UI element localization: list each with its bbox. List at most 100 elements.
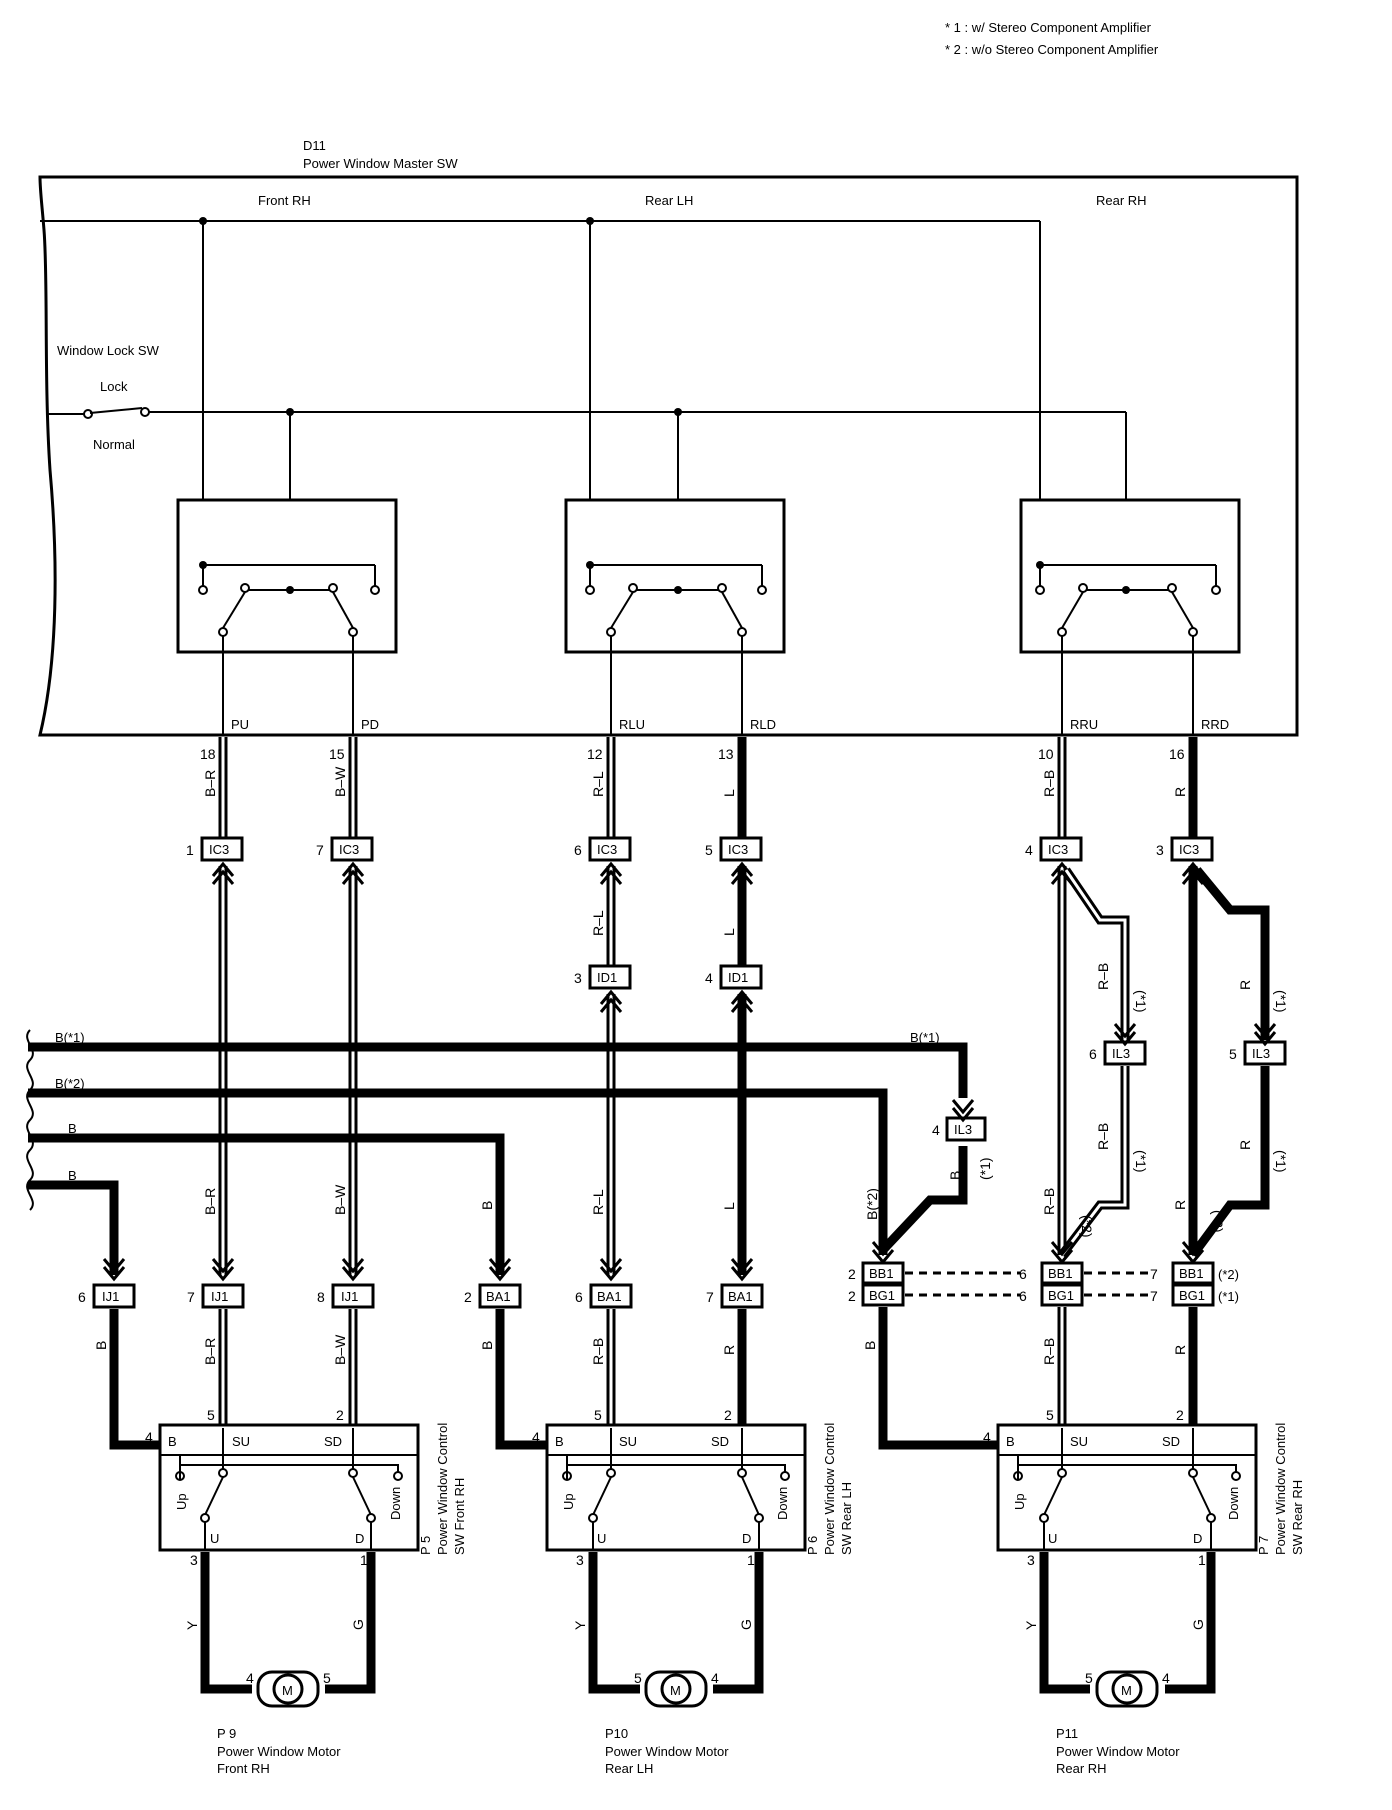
svg-text:1: 1 — [747, 1552, 755, 1568]
svg-text:P 6: P 6 — [805, 1536, 820, 1555]
motor1-loc: Rear LH — [605, 1761, 653, 1776]
control-switch-rear-rh: 4 5 2 3 1 B SU SD U D Up Down P 7 Power … — [983, 1407, 1305, 1568]
svg-text:ID1: ID1 — [597, 970, 617, 985]
svg-text:2: 2 — [724, 1407, 732, 1423]
output-pd: PD — [361, 717, 379, 732]
svg-text:3: 3 — [1027, 1552, 1035, 1568]
svg-text:D: D — [1193, 1531, 1202, 1546]
svg-text:M: M — [670, 1683, 681, 1698]
color-il3-4: B — [947, 1171, 963, 1180]
mid-color-d: R–L — [590, 1189, 606, 1215]
svg-text:IC3: IC3 — [728, 842, 748, 857]
svg-text:5: 5 — [207, 1407, 215, 1423]
motor2-color-left: Y — [1023, 1620, 1039, 1630]
svg-text:D: D — [355, 1531, 364, 1546]
svg-text:Down: Down — [775, 1487, 790, 1520]
color-il3-6-bottom: R–B — [1095, 1123, 1111, 1150]
sw1-in-color: B — [479, 1341, 495, 1350]
svg-text:IC3: IC3 — [1179, 842, 1199, 857]
svg-text:Up: Up — [174, 1493, 189, 1510]
color-il3-5-bottom: R — [1237, 1140, 1253, 1150]
svg-text:Power Window Control: Power Window Control — [435, 1423, 450, 1555]
pin-pd: 15 — [329, 746, 345, 762]
svg-text:SW Rear LH: SW Rear LH — [839, 1482, 854, 1555]
motor2-color-right: G — [1190, 1619, 1206, 1630]
svg-text:7: 7 — [187, 1289, 195, 1305]
mid-color-e: L — [721, 1202, 737, 1210]
svg-text:4: 4 — [1025, 842, 1033, 858]
ground-b4: B — [68, 1168, 77, 1183]
svg-text:Up: Up — [1012, 1493, 1027, 1510]
svg-text:IL3: IL3 — [1252, 1046, 1270, 1061]
svg-text:5: 5 — [634, 1670, 642, 1686]
svg-text:IC3: IC3 — [1048, 842, 1068, 857]
mid-color-f: R–B — [1041, 1188, 1057, 1215]
svg-text:B: B — [1006, 1434, 1015, 1449]
svg-text:6: 6 — [78, 1289, 86, 1305]
svg-text:7: 7 — [316, 842, 324, 858]
master-code: D11 — [303, 138, 326, 153]
svg-text:5: 5 — [323, 1670, 331, 1686]
svg-text:6: 6 — [1089, 1046, 1097, 1062]
svg-text:BB1: BB1 — [1179, 1266, 1204, 1281]
output-rld: RLD — [750, 717, 776, 732]
pin-rrd: 16 — [1169, 746, 1185, 762]
mid-color-b: B–W — [332, 1184, 348, 1215]
control-switch-front-rh: 4 5 2 3 1 B SU SD U D Up Down P 5 Power … — [145, 1407, 467, 1568]
svg-text:2: 2 — [464, 1289, 472, 1305]
svg-text:P 7: P 7 — [1256, 1536, 1271, 1555]
note-il3-4: (*1) — [977, 1157, 993, 1180]
svg-text:1: 1 — [186, 842, 194, 858]
svg-text:2: 2 — [848, 1288, 856, 1304]
sw0-su-color: B–R — [202, 1338, 218, 1365]
svg-text:6: 6 — [575, 1289, 583, 1305]
ground-b2: B(*2) — [55, 1076, 85, 1091]
motor1-color-right: G — [738, 1619, 754, 1630]
bg1-note: (*1) — [1218, 1289, 1239, 1304]
svg-text:BB1: BB1 — [869, 1266, 894, 1281]
note-2: * 2 : w/o Stereo Component Amplifier — [945, 42, 1159, 57]
motor0-color-right: G — [350, 1619, 366, 1630]
svg-text:Up: Up — [561, 1493, 576, 1510]
master-switch-rear-rh — [1019, 498, 1241, 735]
svg-text:3: 3 — [574, 970, 582, 986]
svg-text:5: 5 — [705, 842, 713, 858]
motor0-name: Power Window Motor — [217, 1744, 341, 1759]
svg-text:4: 4 — [711, 1670, 719, 1686]
note-il3-5-bottom: (*1) — [1273, 1150, 1289, 1173]
svg-text:SW Rear RH: SW Rear RH — [1290, 1480, 1305, 1555]
sw2-su-color: R–B — [1041, 1338, 1057, 1365]
svg-text:SD: SD — [324, 1434, 342, 1449]
svg-text:SW Front RH: SW Front RH — [452, 1478, 467, 1555]
svg-text:2: 2 — [848, 1266, 856, 1282]
svg-text:IJ1: IJ1 — [211, 1289, 228, 1304]
color-pd: B–W — [332, 766, 348, 797]
svg-text:5: 5 — [594, 1407, 602, 1423]
svg-text:SU: SU — [232, 1434, 250, 1449]
motor0-code: P 9 — [217, 1726, 236, 1741]
output-rrd: RRD — [1201, 717, 1229, 732]
note-il3-6-bottom: (*1) — [1133, 1150, 1149, 1173]
svg-text:BB1: BB1 — [1048, 1266, 1073, 1281]
motor2-code: P11 — [1056, 1726, 1078, 1741]
svg-text:ID1: ID1 — [728, 970, 748, 985]
svg-text:U: U — [210, 1531, 219, 1546]
output-pu: PU — [231, 717, 249, 732]
ground-b3: B — [68, 1121, 77, 1136]
svg-text:4: 4 — [145, 1429, 153, 1445]
section-rear-lh: Rear LH — [645, 193, 693, 208]
color-il3-6-top: R–B — [1095, 963, 1111, 990]
svg-text:3: 3 — [1156, 842, 1164, 858]
svg-text:BA1: BA1 — [728, 1289, 753, 1304]
svg-text:8: 8 — [317, 1289, 325, 1305]
svg-text:5: 5 — [1085, 1670, 1093, 1686]
svg-text:IC3: IC3 — [209, 842, 229, 857]
svg-text:BG1: BG1 — [869, 1288, 895, 1303]
svg-text:Down: Down — [388, 1487, 403, 1520]
svg-text:5: 5 — [1046, 1407, 1054, 1423]
motor2-loc: Rear RH — [1056, 1761, 1107, 1776]
svg-text:BA1: BA1 — [597, 1289, 622, 1304]
